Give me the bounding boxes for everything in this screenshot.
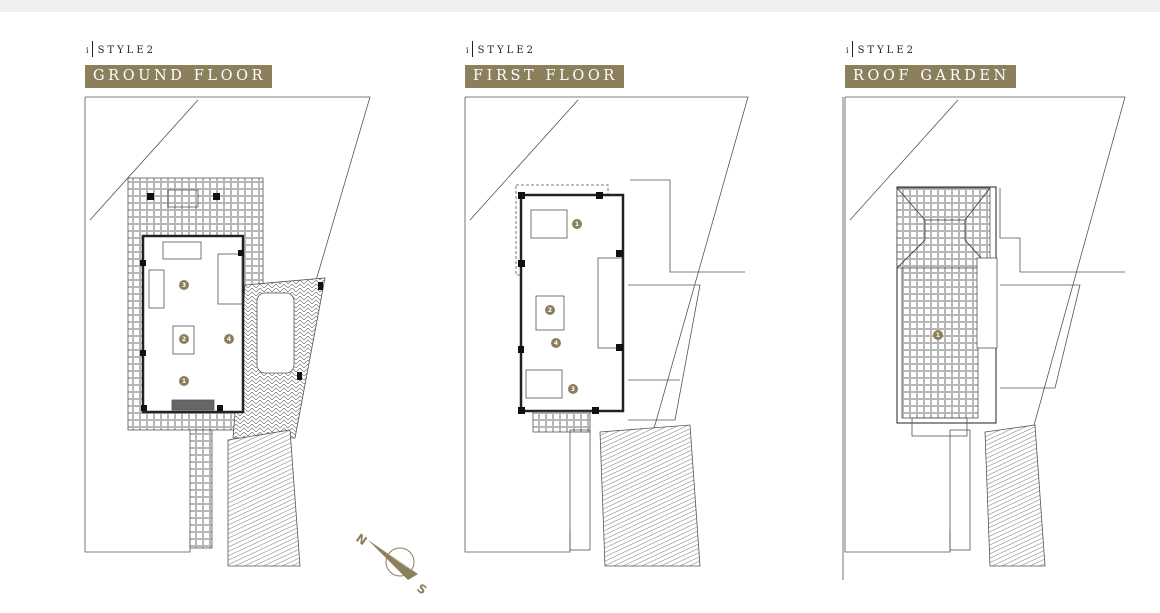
bed-1	[530, 209, 568, 239]
property-line	[89, 99, 199, 221]
style-prefix: i	[466, 46, 469, 55]
parking-ramp	[227, 429, 301, 567]
compass-south-label: S	[414, 581, 429, 597]
columns	[518, 192, 623, 414]
outdoor-table	[167, 189, 199, 208]
ground-floor-plan	[84, 96, 371, 567]
compass-icon: N S	[353, 531, 429, 597]
dining-table	[172, 325, 195, 355]
first-floor-plan	[464, 96, 749, 567]
room-badge-4: 4	[554, 340, 558, 347]
style-label-ground: i STYLE2	[86, 41, 156, 57]
ground-badges: 1 2 3 4	[179, 280, 234, 386]
style-prefix: i	[86, 46, 89, 55]
first-badges: 1 2 3 4	[545, 219, 582, 394]
bed-2	[535, 295, 565, 331]
ramp	[984, 424, 1046, 567]
parapet-bottom	[911, 417, 968, 437]
room-badge-3: 3	[182, 282, 186, 289]
kitchen-counter	[171, 399, 215, 411]
room-badge-1: 1	[182, 378, 186, 385]
title-first-floor: FIRST FLOOR	[465, 65, 624, 88]
style-name: STYLE2	[97, 45, 156, 56]
balcony	[532, 411, 591, 433]
path	[569, 429, 591, 551]
stairs	[217, 253, 243, 305]
property-line	[849, 99, 959, 221]
stairs	[597, 257, 623, 349]
title-roof-garden: ROOF GARDEN	[845, 65, 1016, 88]
room-badge-2: 2	[548, 307, 552, 314]
style-label-roof: i STYLE2	[846, 41, 916, 57]
divider	[91, 41, 93, 57]
property-line	[469, 99, 579, 221]
roof-badges: 1	[933, 330, 943, 340]
neighbour-outline	[628, 179, 745, 421]
compass-north-label: N	[353, 531, 369, 548]
neighbour-outline	[999, 188, 1125, 389]
roof-hip	[896, 187, 991, 269]
room-badge-2: 2	[182, 336, 186, 343]
path	[949, 429, 971, 551]
ramp	[599, 424, 701, 567]
roof-garden-plan	[842, 96, 1126, 580]
style-name: STYLE2	[477, 45, 536, 56]
style-name: STYLE2	[857, 45, 916, 56]
sofa-side	[148, 269, 165, 309]
divider	[471, 41, 473, 57]
room-badge-4: 4	[227, 336, 231, 343]
room-badge-1: 1	[575, 221, 579, 228]
columns	[140, 193, 323, 411]
title-ground-floor: GROUND FLOOR	[85, 65, 273, 88]
car	[256, 292, 295, 374]
top-bar	[0, 0, 1160, 12]
room-badge-1: 1	[936, 332, 940, 339]
path-tiles	[189, 429, 213, 549]
stairs	[976, 257, 998, 349]
roof-terrace-tiles	[901, 267, 979, 419]
sofa	[162, 241, 202, 260]
style-label-first: i STYLE2	[466, 41, 536, 57]
divider	[851, 41, 853, 57]
room-badge-3: 3	[571, 386, 575, 393]
bed-3	[525, 369, 563, 399]
style-prefix: i	[846, 46, 849, 55]
